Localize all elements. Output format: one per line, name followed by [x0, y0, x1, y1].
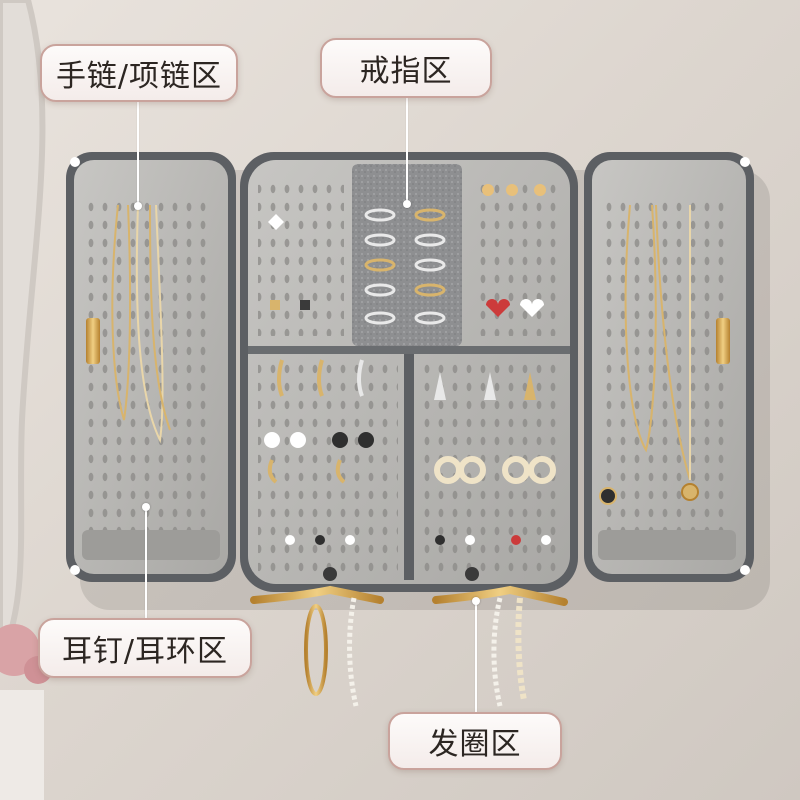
necklaces — [111, 204, 699, 505]
main-cabinet — [240, 152, 578, 592]
label-earring-zone: 耳钉/耳环区 — [38, 618, 252, 678]
hair-tie-hooks — [250, 567, 568, 707]
guide-ring-line — [406, 98, 408, 203]
guide-ring-dot — [403, 200, 411, 208]
guide-hair-tie-dot — [472, 597, 480, 605]
rings — [364, 208, 446, 325]
vase — [0, 690, 44, 800]
mirror — [0, 0, 46, 662]
label-hair-tie-zone: 发圈区 — [388, 712, 562, 770]
earrings — [264, 184, 556, 545]
guide-earring-dot — [142, 503, 150, 511]
guide-bracelet-line — [137, 100, 139, 205]
guide-hair-tie-line — [475, 600, 477, 712]
label-ring-zone: 戒指区 — [320, 38, 492, 98]
guide-earring-line — [145, 508, 147, 620]
guide-bracelet-dot — [134, 202, 142, 210]
label-bracelet-necklace-zone: 手链/项链区 — [40, 44, 238, 102]
left-door — [66, 152, 236, 582]
